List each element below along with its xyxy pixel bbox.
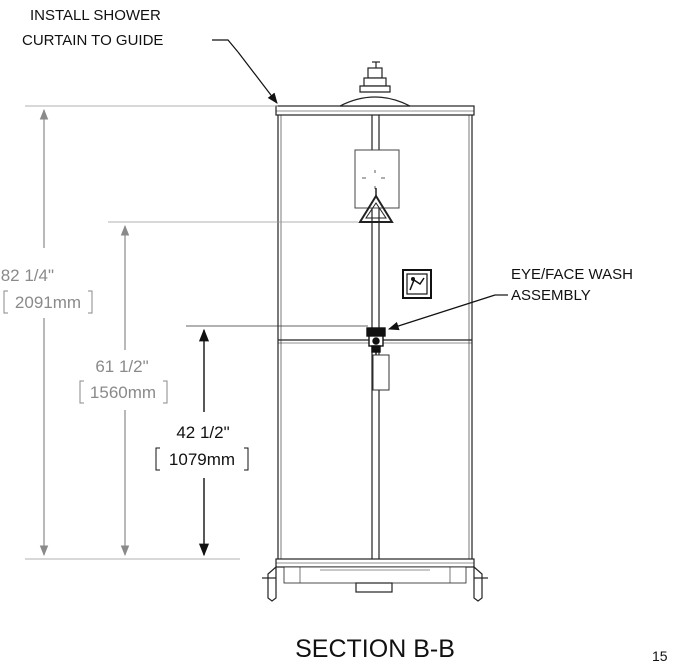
eyewash-cartridge <box>372 354 390 391</box>
floor-flange <box>355 582 393 593</box>
dim-eyewash-metric: 1079mm <box>169 450 235 469</box>
dim-overall-imperial: 82 1/4" <box>1 266 54 285</box>
shower-enclosure <box>262 105 488 602</box>
page-number: 15 <box>652 648 668 664</box>
dimension-pull-handle: 61 1/2" 1560mm <box>79 221 358 557</box>
callout-eyewash: EYE/FACE WASH ASSEMBLY <box>387 266 633 331</box>
callout-curtain: INSTALL SHOWER CURTAIN TO GUIDE <box>22 7 278 104</box>
dimension-overall: 82 1/4" 2091mm <box>1 105 278 560</box>
section-label: SECTION B-B <box>295 635 455 663</box>
dim-eyewash-imperial: 42 1/2" <box>176 423 229 442</box>
eyewash-valve <box>366 327 386 362</box>
callout-curtain-line1: INSTALL SHOWER <box>30 7 161 24</box>
curtain-guide-rail <box>275 105 475 116</box>
callout-curtain-line2: CURTAIN TO GUIDE <box>22 32 163 49</box>
dim-pull-handle-metric: 1560mm <box>90 383 156 402</box>
shower-head <box>339 61 411 107</box>
dim-pull-handle-imperial: 61 1/2" <box>95 357 148 376</box>
dim-overall-metric: 2091mm <box>15 293 81 312</box>
dimension-eyewash: 42 1/2" 1079mm <box>155 325 368 557</box>
safety-sign <box>402 269 432 299</box>
callout-eyewash-line2: ASSEMBLY <box>511 287 591 304</box>
pull-handle <box>358 188 394 223</box>
left-foot <box>267 565 277 602</box>
callout-eyewash-line1: EYE/FACE WASH <box>511 266 633 283</box>
right-foot <box>473 565 483 602</box>
